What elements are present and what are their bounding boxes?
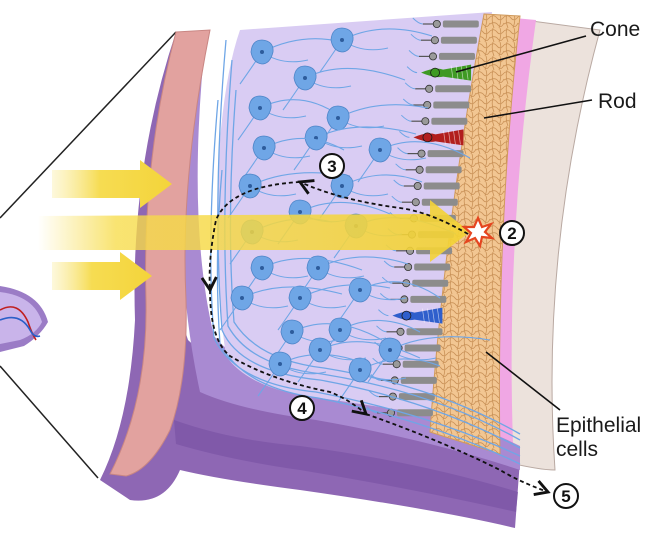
light-arrow-top bbox=[52, 160, 172, 208]
rod-cell bbox=[402, 98, 470, 110]
step-marker-4: 4 bbox=[289, 395, 315, 421]
rod-cell bbox=[404, 82, 472, 93]
neuron-cell bbox=[295, 255, 409, 301]
eye-inset bbox=[0, 286, 48, 352]
epithelial-label-line1: Epithelial bbox=[556, 414, 641, 437]
neuron-cell bbox=[367, 336, 491, 383]
choroid-layer bbox=[100, 32, 520, 528]
step-marker-3: 3 bbox=[319, 153, 345, 179]
rod-cell bbox=[410, 33, 477, 45]
svg-text:3: 3 bbox=[327, 157, 336, 176]
epithelial-callout-line bbox=[485, 351, 561, 411]
neuron-cell bbox=[241, 135, 345, 181]
light-beam bbox=[38, 200, 470, 262]
cone-cell-red bbox=[399, 129, 464, 146]
neuron-cell bbox=[269, 319, 383, 365]
rod-cell bbox=[408, 50, 475, 61]
svg-text:5: 5 bbox=[561, 487, 570, 506]
rod-cell bbox=[395, 163, 462, 174]
callout-lines bbox=[455, 35, 593, 411]
neuron-cell bbox=[319, 27, 433, 73]
rod-cell bbox=[412, 17, 479, 28]
neuron-cell bbox=[239, 38, 343, 85]
step-marker-5: 5 bbox=[553, 483, 579, 509]
neuron-cell bbox=[257, 351, 371, 397]
rod-cell bbox=[397, 147, 464, 158]
neuron-cell bbox=[282, 65, 406, 111]
neuron-cell bbox=[227, 172, 351, 219]
neuron-cell bbox=[219, 285, 343, 331]
step-marker-2: 2 bbox=[499, 220, 525, 246]
signal-path-exit bbox=[365, 413, 551, 496]
neuron-cell bbox=[239, 255, 363, 301]
neuron-cell bbox=[357, 137, 471, 183]
absorption-spark bbox=[461, 215, 496, 249]
cone-label: Cone bbox=[590, 18, 640, 41]
light-arrow-bottom bbox=[52, 252, 152, 300]
rod-label: Rod bbox=[598, 90, 637, 113]
svg-text:2: 2 bbox=[507, 224, 516, 243]
rod-cell bbox=[393, 179, 460, 190]
epithelial-label-line2: cells bbox=[556, 438, 598, 461]
signal-path-upward bbox=[297, 179, 469, 235]
svg-text:4: 4 bbox=[297, 399, 307, 418]
rod-cell bbox=[400, 114, 468, 126]
signal-path bbox=[200, 179, 551, 496]
neuron-cell bbox=[293, 125, 417, 171]
neuron-cell bbox=[297, 337, 421, 383]
cone-cell-blue bbox=[378, 307, 443, 324]
rod-callout-line bbox=[483, 99, 593, 119]
rod-cell bbox=[383, 260, 451, 271]
neuron-cell bbox=[277, 284, 391, 331]
signal-path-fiber bbox=[209, 289, 369, 416]
cone-callout-line bbox=[455, 35, 587, 73]
lower-band bbox=[174, 420, 518, 512]
zoom-lines bbox=[0, 31, 177, 479]
cone-cell-green bbox=[406, 64, 472, 81]
light-arrows bbox=[38, 160, 470, 300]
neuron-cell bbox=[337, 277, 441, 323]
